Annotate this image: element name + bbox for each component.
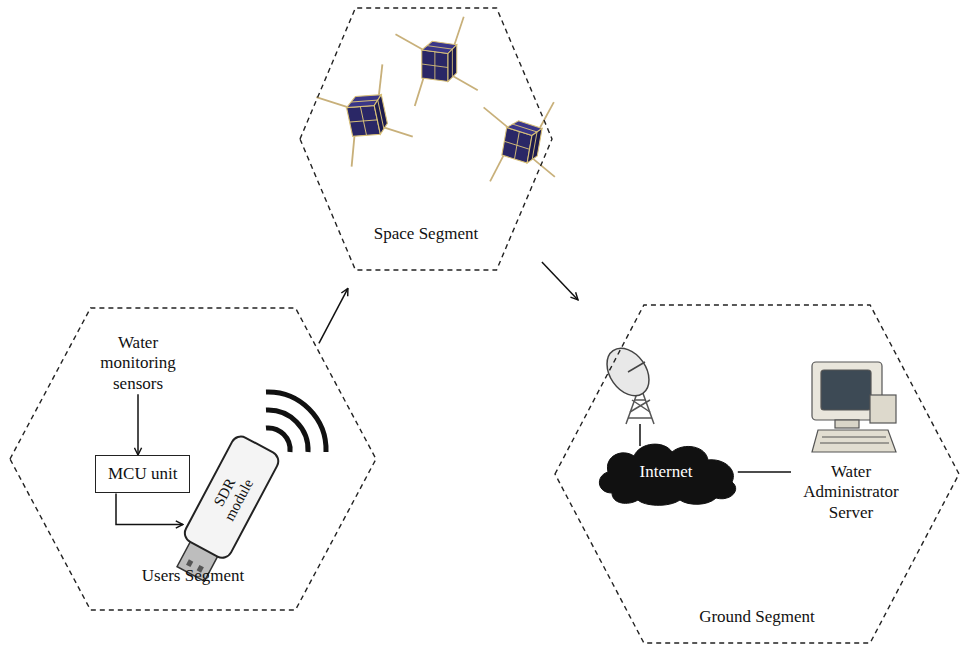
connector-arrow <box>137 394 139 455</box>
text-label: Water Administrator Server <box>795 462 907 523</box>
space-segment: Space Segment <box>300 8 552 270</box>
users-segment: Users Segment Water monitoring sensorsMCU… <box>10 308 376 610</box>
internet-cloud: Internet <box>592 438 740 506</box>
server-label: Water Administrator Server <box>795 462 907 523</box>
connector-arrow <box>319 288 348 343</box>
segment-title: Users Segment <box>10 566 376 586</box>
segment-title: Space Segment <box>300 224 552 244</box>
box-label: MCU unit <box>108 464 177 484</box>
segment-title: Ground Segment <box>555 607 959 627</box>
ground-segment: Ground Segment Internet Water Administrato… <box>555 305 959 643</box>
connector-arrow <box>116 493 183 524</box>
text-label: Water monitoring sensors <box>82 333 194 394</box>
connector-arrow <box>542 262 578 300</box>
cloud-label: Internet <box>640 462 693 482</box>
mcu-box: MCU unit <box>95 455 190 493</box>
sensor-label: Water monitoring sensors <box>82 333 194 394</box>
module-label: SDR module <box>203 461 261 532</box>
connector-arrow <box>738 471 791 473</box>
